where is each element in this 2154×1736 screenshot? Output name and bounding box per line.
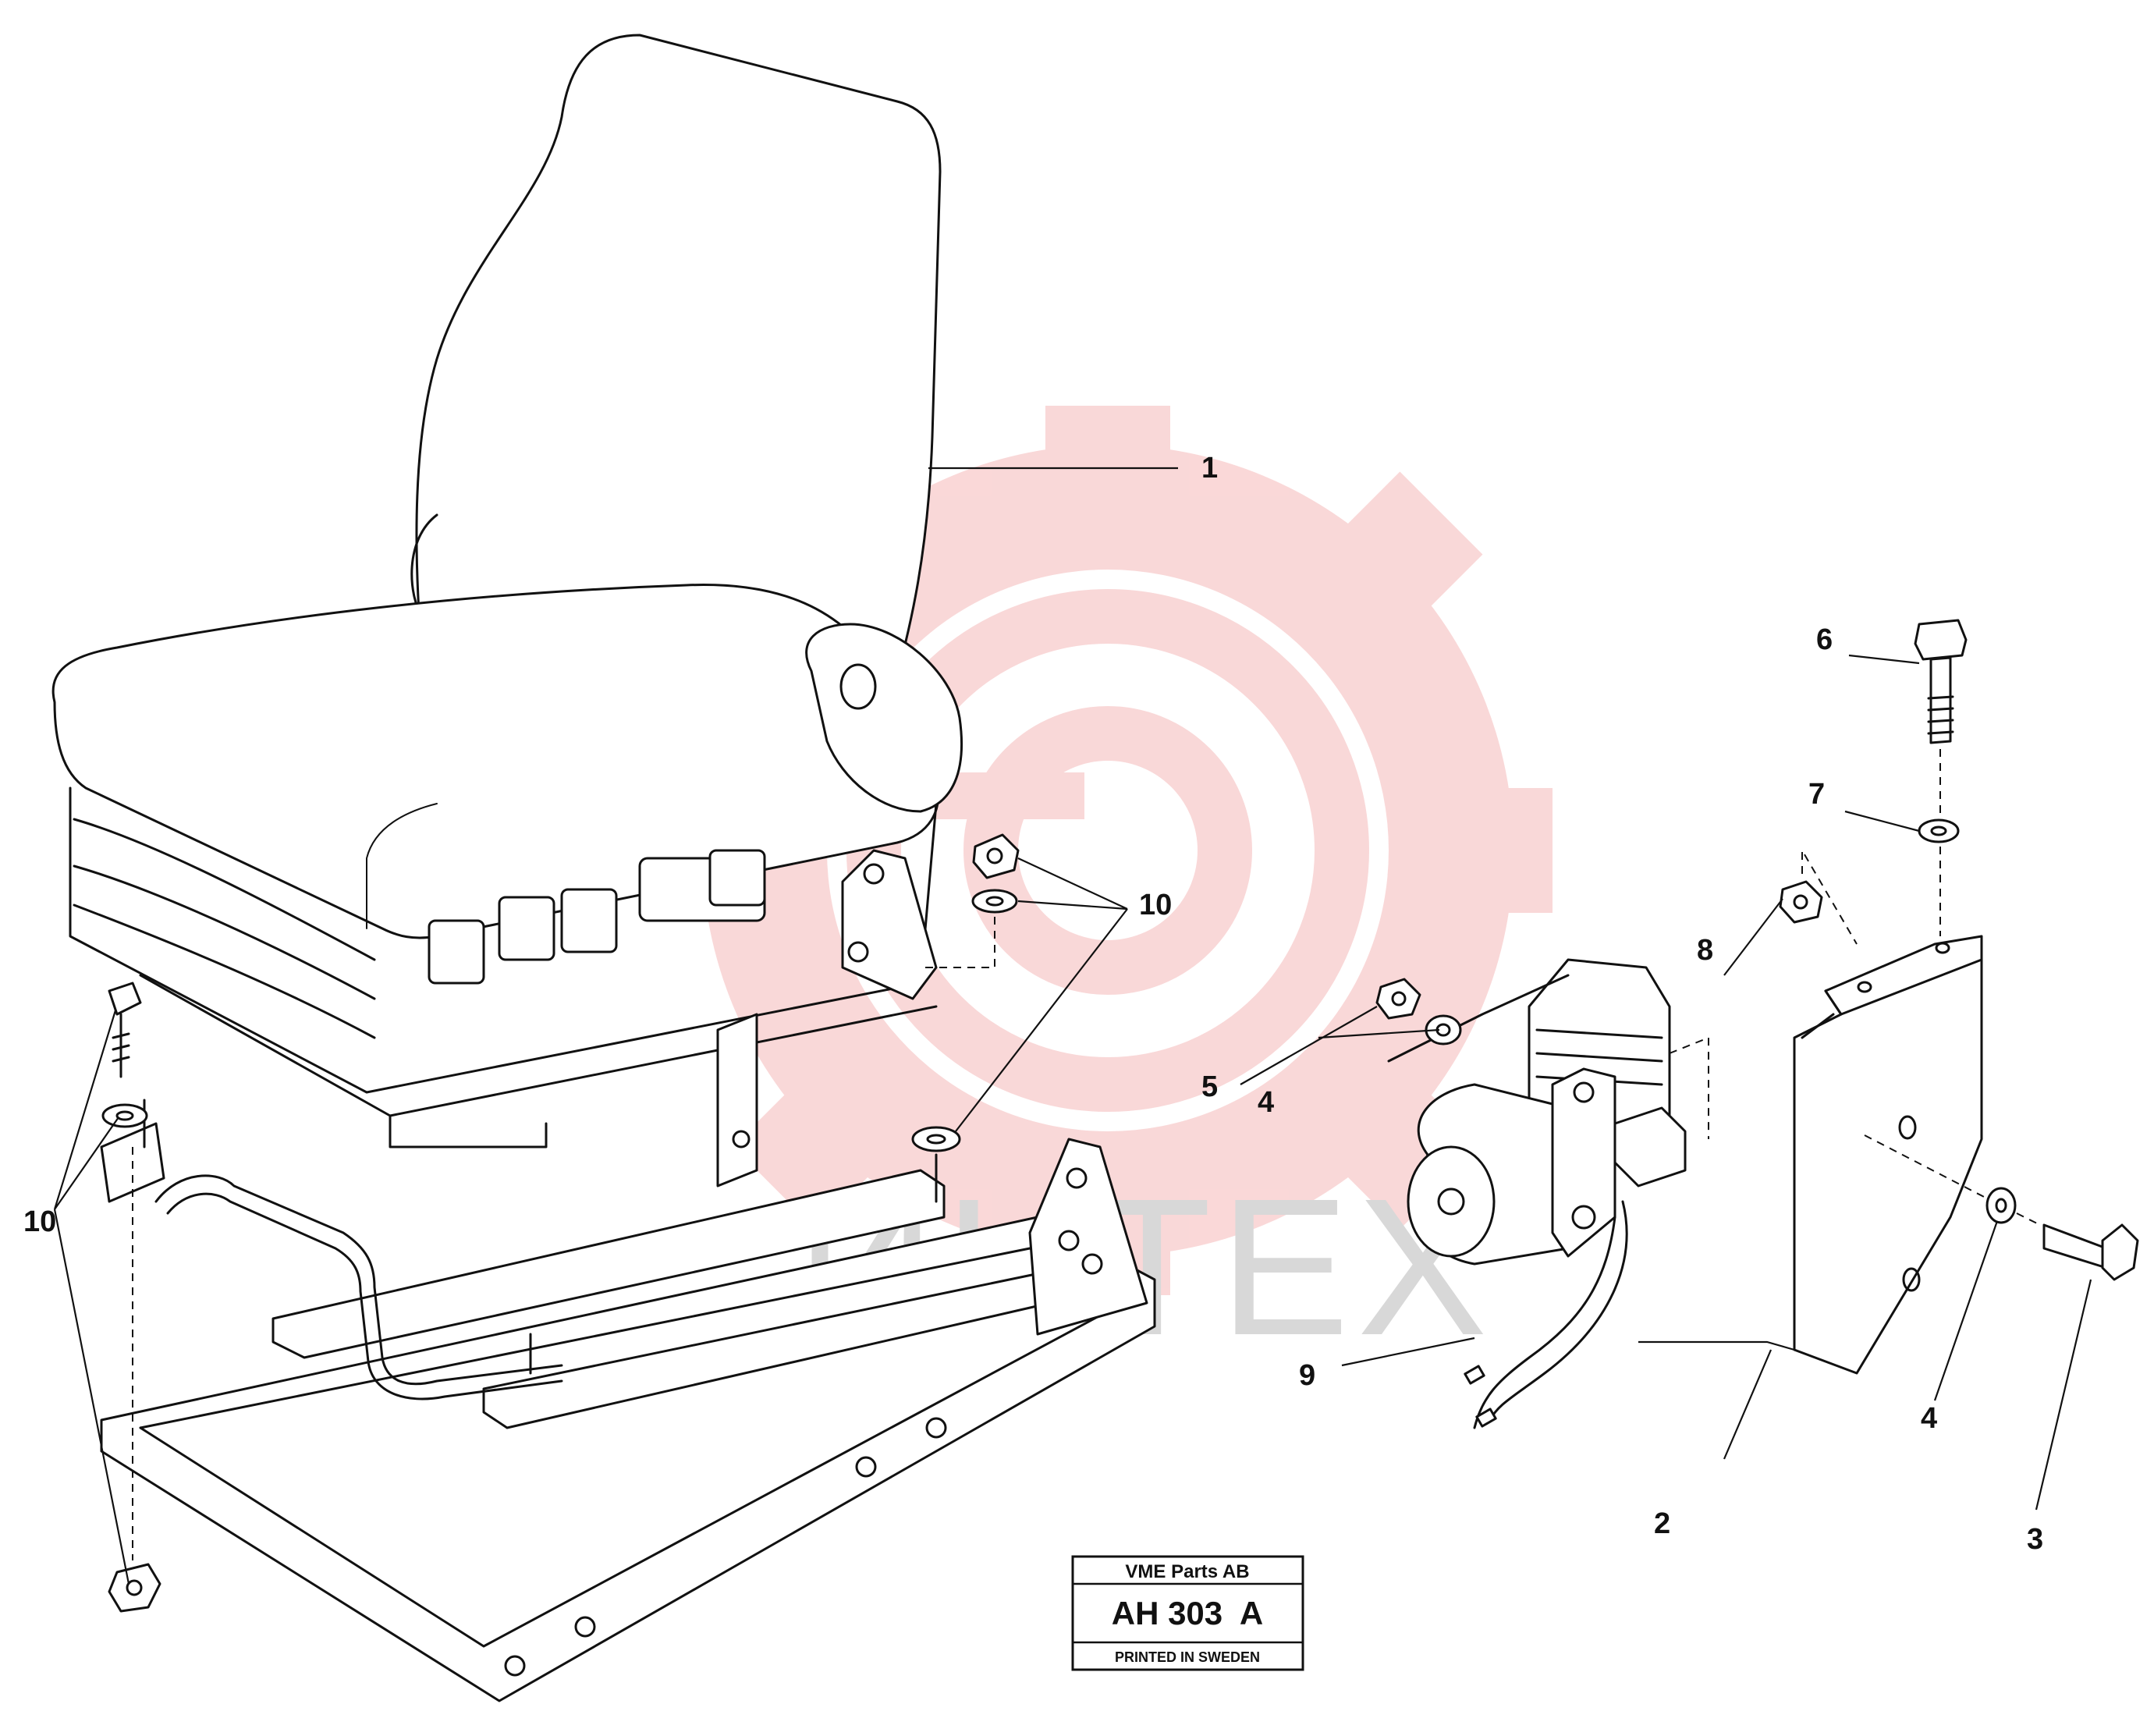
seat-base-frame — [100, 1013, 1156, 1702]
title-block-footer: PRINTED IN SWEDEN — [1115, 1649, 1260, 1665]
callout-labels: 1 2 3 4 4 5 6 7 8 9 10 10 — [23, 452, 2043, 1556]
adjustment-lever-rod — [154, 1174, 563, 1386]
title-block: VME Parts AB AH 303 A PRINTED IN SWEDEN — [1071, 1555, 1304, 1671]
washer-7 — [1918, 818, 1960, 843]
leader-lines — [53, 467, 2092, 1585]
callout-5: 5 — [1201, 1070, 1218, 1103]
mounting-hardware-center — [911, 833, 1020, 1163]
callout-9: 9 — [1299, 1359, 1315, 1392]
mounting-hardware-left — [101, 982, 161, 1613]
seat-backrest — [415, 34, 942, 704]
seat-rail-front — [271, 1169, 946, 1359]
callout-7: 7 — [1808, 778, 1825, 811]
callout-4a: 4 — [1258, 1086, 1274, 1119]
callout-4b: 4 — [1921, 1402, 1937, 1435]
title-block-drawing-number: AH 303 A — [1112, 1595, 1264, 1631]
nut-8 — [1779, 880, 1823, 924]
seat-control-buttons — [428, 849, 766, 985]
seat-rail-rear — [482, 1262, 1086, 1429]
compressor-motor-assembly — [1375, 958, 1709, 1429]
callout-3: 3 — [2027, 1523, 2043, 1556]
seat-assembly — [51, 34, 963, 1148]
base-side-bracket — [1028, 1138, 1148, 1336]
motor-wires — [1489, 1200, 1628, 1422]
callout-2: 2 — [1654, 1507, 1670, 1540]
mounting-plate — [1793, 935, 1983, 1375]
washer-4-right — [1985, 1187, 2017, 1224]
callout-1: 1 — [1201, 452, 1218, 485]
callout-8: 8 — [1697, 934, 1713, 967]
callout-10a: 10 — [1139, 889, 1172, 921]
title-block-company: VME Parts AB — [1125, 1561, 1249, 1582]
bolt-3 — [2042, 1223, 2108, 1269]
mounting-plate-assembly — [1779, 619, 2139, 1375]
callout-6: 6 — [1816, 623, 1833, 656]
callout-10b: 10 — [23, 1205, 56, 1238]
bolt-6 — [1914, 619, 1968, 661]
